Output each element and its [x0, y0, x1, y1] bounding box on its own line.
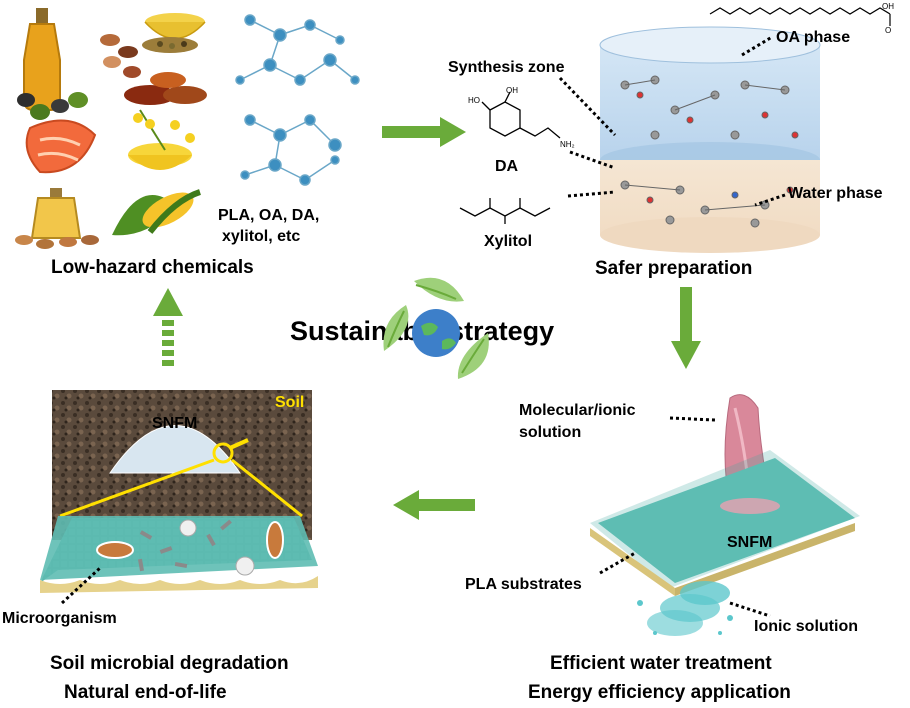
- snfm-water-label: SNFM: [727, 534, 773, 551]
- salmon-icon: [25, 119, 97, 174]
- o-label: O: [885, 26, 892, 35]
- oh-label: OH: [882, 2, 894, 11]
- molecular-ionic-label-line1: Molecular/ionic: [519, 402, 636, 419]
- snfm-soil-label: SNFM: [152, 415, 198, 432]
- recycle-earth-icon: [383, 277, 489, 379]
- molecular-ionic-label-line2: solution: [519, 424, 582, 441]
- olives-icon: [17, 92, 88, 120]
- chemicals-list-line2: xylitol, etc: [222, 228, 301, 245]
- arrow-up-left-dashed: [153, 288, 183, 366]
- dates-icon: [124, 72, 207, 105]
- leader-lines: [558, 35, 786, 207]
- safer-preparation-panel: OH O: [430, 0, 910, 290]
- soil-illustration: [40, 390, 318, 605]
- natural-end-of-life-caption: Natural end-of-life: [64, 682, 227, 703]
- soil-degradation-panel: Soil SNFM Microorganism Soil microbial d…: [0, 388, 340, 708]
- arrow-left-bottom: [393, 490, 475, 520]
- nh2-label: NH₂: [560, 140, 575, 149]
- oleic-acid-structure: [709, 7, 891, 26]
- rapeseed-icon: [128, 109, 195, 170]
- xylitol-label: Xylitol: [484, 233, 533, 250]
- molecular-network-icon: [240, 114, 342, 186]
- oa-phase-label: OA phase: [776, 29, 851, 46]
- pla-substrates-label: PLA substrates: [465, 576, 582, 593]
- efficient-water-treatment-caption: Efficient water treatment: [550, 653, 772, 674]
- da-label: DA: [495, 158, 519, 175]
- energy-efficiency-caption: Energy efficiency application: [528, 682, 791, 703]
- da-ho-label: HO: [468, 96, 480, 105]
- two-phase-cylinder: [599, 26, 821, 253]
- natural-sources-illustration: [15, 8, 360, 249]
- microorganism-label: Microorganism: [2, 610, 117, 627]
- dopamine-structure: [481, 91, 561, 139]
- molecular-network-icon: [235, 14, 360, 86]
- safer-preparation-caption: Safer preparation: [595, 258, 753, 279]
- almonds-icon: [15, 235, 99, 249]
- corn-icon: [112, 189, 202, 236]
- oil-bowl-icon: [142, 13, 206, 53]
- soil-label: Soil: [275, 394, 305, 411]
- soil-degradation-caption: Soil microbial degradation: [50, 653, 289, 674]
- arrow-right-top: [382, 117, 466, 147]
- oil-jar-icon: [30, 188, 82, 239]
- ionic-splash: [637, 581, 733, 636]
- molecule-cluster: [620, 75, 799, 228]
- beans-icon: [100, 34, 141, 78]
- membrane-filtration-illustration: [590, 394, 860, 636]
- xylitol-structure: [459, 198, 551, 224]
- low-hazard-chemicals-caption: Low-hazard chemicals: [51, 257, 254, 278]
- water-phase-label: Water phase: [788, 185, 883, 202]
- chemicals-list-line1: PLA, OA, DA,: [218, 207, 320, 224]
- da-oh-label: OH: [506, 86, 518, 95]
- ionic-solution-label: Ionic solution: [754, 618, 858, 635]
- arrow-down-right: [671, 287, 701, 369]
- synthesis-zone-label: Synthesis zone: [448, 59, 565, 76]
- water-treatment-panel: Molecular/ionic solution SNFM PLA substr…: [440, 388, 910, 708]
- low-hazard-chemicals-panel: PLA, OA, DA, xylitol, etc Low-hazard che…: [0, 0, 370, 290]
